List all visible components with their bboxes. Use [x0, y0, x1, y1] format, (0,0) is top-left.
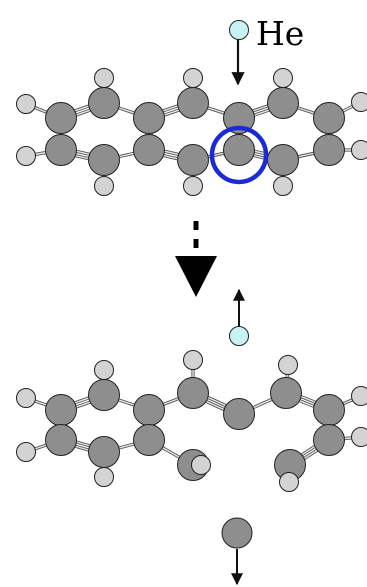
hydrogen-atom: [278, 355, 298, 375]
hydrogen-atom: [16, 388, 36, 408]
hydrogen-atom: [351, 92, 367, 112]
hydrogen-atom: [273, 68, 293, 88]
carbon-atom: [88, 144, 120, 176]
hydrogen-atom: [351, 427, 367, 447]
hydrogen-atom: [273, 176, 293, 196]
hydrogen-atom: [183, 68, 203, 88]
carbon-atom: [313, 394, 345, 426]
helium-atom-scattered: [229, 288, 249, 346]
carbon-atom: [133, 102, 165, 134]
carbon-atom: [223, 398, 255, 430]
hydrogen-atom: [351, 140, 367, 160]
carbon-atom: [267, 87, 299, 119]
carbon-atom: [45, 424, 77, 456]
carbon-atom: [133, 424, 165, 456]
helium-label: He: [256, 14, 304, 53]
carbon-sphere: [221, 517, 253, 549]
carbon-atom: [88, 87, 120, 119]
hydrogen-atom: [94, 360, 114, 380]
carbon-atom: [133, 134, 165, 166]
helium-atom-incoming: He: [229, 14, 304, 86]
carbon-atom: [177, 87, 209, 119]
hydrogen-atom: [279, 472, 299, 492]
carbon-atom: [223, 102, 255, 134]
hydrogen-atom: [183, 350, 203, 370]
intact-molecule: [16, 68, 367, 196]
ejected-carbon-atom: [221, 517, 253, 586]
hydrogen-atom: [94, 176, 114, 196]
process-arrow: [175, 221, 217, 297]
carbon-atom: [177, 377, 209, 409]
carbon-atom: [45, 134, 77, 166]
hydrogen-atom: [351, 386, 367, 406]
hydrogen-atom: [94, 68, 114, 88]
carbon-atom: [270, 377, 302, 409]
knocked-out-atom-highlight: [209, 125, 269, 185]
carbon-atom: [313, 102, 345, 134]
carbon-atom: [45, 102, 77, 134]
hydrogen-atom: [183, 176, 203, 196]
carbon-atom: [88, 379, 120, 411]
hydrogen-atom: [191, 455, 211, 475]
carbon-atom: [88, 436, 120, 468]
carbon-atom: [313, 424, 345, 456]
carbon-atom: [177, 144, 209, 176]
carbon-atom: [313, 134, 345, 166]
carbon-atom: [267, 144, 299, 176]
carbon-atom: [223, 134, 255, 166]
helium-sphere: [229, 326, 249, 346]
helium-sphere: [229, 20, 249, 40]
carbon-atom: [45, 394, 77, 426]
hydrogen-atom: [16, 442, 36, 462]
fragmented-molecule: [16, 350, 367, 492]
hydrogen-atom: [94, 467, 114, 487]
hydrogen-atom: [16, 146, 36, 166]
hydrogen-atom: [16, 94, 36, 114]
carbon-atom: [133, 394, 165, 426]
